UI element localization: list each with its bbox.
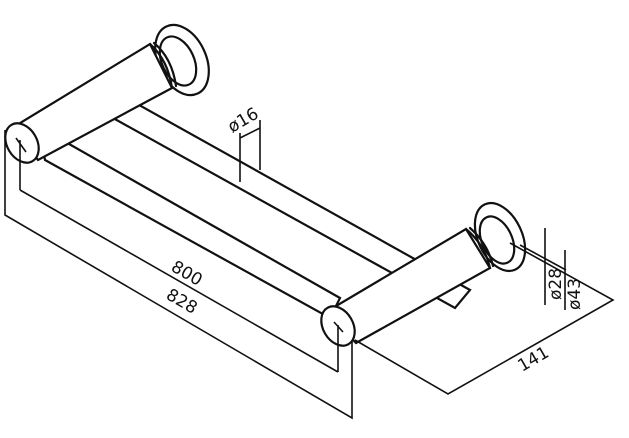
front-bar: [42, 134, 342, 320]
dim-bar-diameter: ø16: [225, 104, 263, 137]
dim-arm-diameter: ø28: [546, 268, 566, 300]
right-arm: [320, 201, 527, 372]
left-end-cap: [4, 122, 40, 164]
left-arm: [4, 23, 210, 190]
dimension-lines: [4, 120, 615, 420]
dim-flange-diameter: ø43: [565, 278, 585, 310]
dim-depth: 141: [515, 343, 553, 377]
